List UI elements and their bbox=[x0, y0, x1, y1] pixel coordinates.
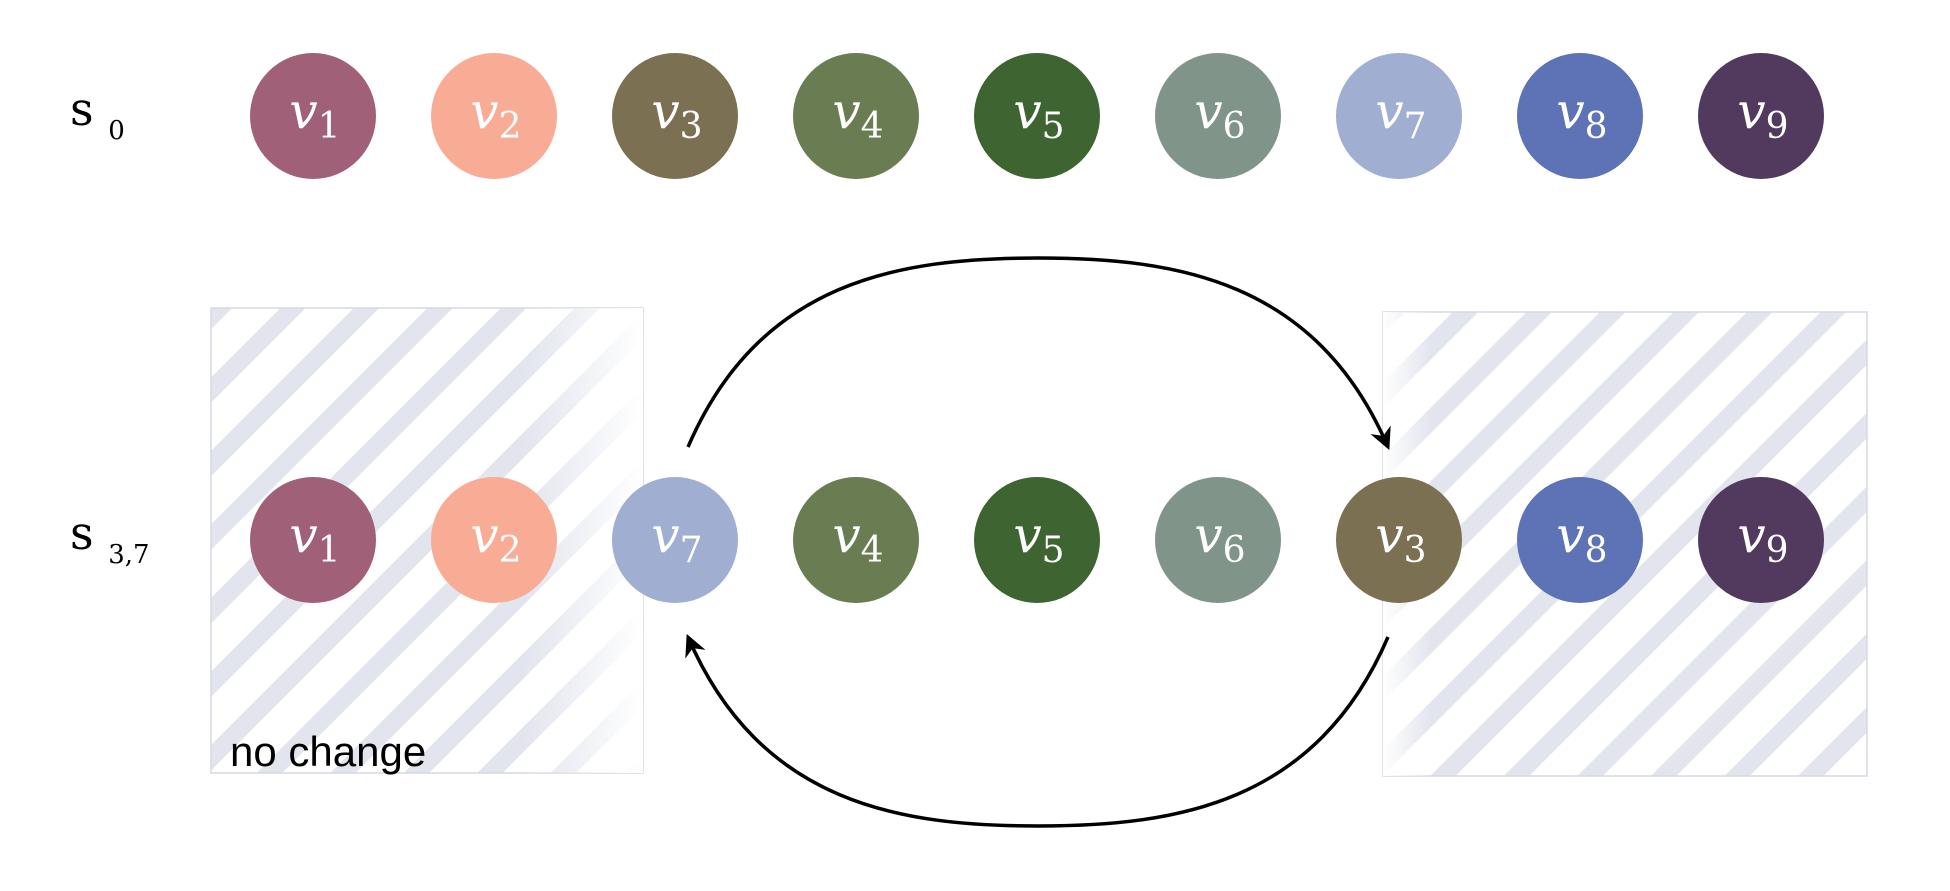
node-v9: v9 bbox=[1698, 53, 1824, 179]
node-row-initial: v1 v2 v3 v4 v5 v6 v7 v8 v9 bbox=[250, 53, 1824, 179]
node-circle bbox=[612, 477, 738, 603]
row-label-subscript: 3,7 bbox=[108, 540, 149, 570]
node-v2: v2 bbox=[431, 53, 557, 179]
node-circle bbox=[974, 53, 1100, 179]
node-circle bbox=[974, 477, 1100, 603]
node-v4: v4 bbox=[793, 53, 919, 179]
node-label: v2 bbox=[470, 506, 521, 571]
node-v1: v1 bbox=[250, 477, 376, 603]
node-v7: v7 bbox=[612, 477, 738, 603]
node-label: v9 bbox=[1737, 82, 1788, 147]
svg-text:s 3,7: s 3,7 bbox=[70, 506, 150, 570]
unchanged-region-left: no change bbox=[210, 307, 644, 775]
node-v8: v8 bbox=[1517, 477, 1643, 603]
node-v3: v3 bbox=[1336, 477, 1462, 603]
node-circle bbox=[431, 477, 557, 603]
node-circle bbox=[1517, 53, 1643, 179]
row-label-main: s bbox=[70, 506, 94, 560]
node-circle bbox=[793, 53, 919, 179]
node-circle bbox=[1698, 477, 1824, 603]
node-circle bbox=[250, 53, 376, 179]
node-label: v8 bbox=[1556, 82, 1607, 147]
node-v5: v5 bbox=[974, 477, 1100, 603]
node-v3: v3 bbox=[612, 53, 738, 179]
node-label: v3 bbox=[651, 82, 702, 147]
node-label: v7 bbox=[651, 506, 702, 571]
row-label-subscript: 0 bbox=[108, 116, 125, 146]
node-circle bbox=[431, 53, 557, 179]
node-label: v6 bbox=[1194, 506, 1245, 571]
node-label: v9 bbox=[1737, 506, 1788, 571]
node-row-swapped: v1 v2 v7 v4 v5 v6 v3 v8 v9 bbox=[250, 477, 1824, 603]
node-label: v1 bbox=[289, 506, 340, 571]
node-label: v3 bbox=[1375, 506, 1426, 571]
swap-arrow-bottom bbox=[685, 633, 1390, 828]
node-v9: v9 bbox=[1698, 477, 1824, 603]
no-change-label: no change bbox=[230, 728, 426, 775]
node-v6: v6 bbox=[1155, 477, 1281, 603]
svg-text:s 0: s 0 bbox=[70, 82, 125, 146]
node-label: v5 bbox=[1013, 82, 1064, 147]
node-label: v4 bbox=[832, 82, 883, 147]
node-v4: v4 bbox=[793, 477, 919, 603]
node-label: v8 bbox=[1556, 506, 1607, 571]
node-circle bbox=[1155, 477, 1281, 603]
node-label: v4 bbox=[832, 506, 883, 571]
node-circle bbox=[1517, 477, 1643, 603]
node-circle bbox=[1155, 53, 1281, 179]
node-label: v5 bbox=[1013, 506, 1064, 571]
node-v7: v7 bbox=[1336, 53, 1462, 179]
node-circle bbox=[1698, 53, 1824, 179]
node-circle bbox=[793, 477, 919, 603]
node-label: v7 bbox=[1375, 82, 1426, 147]
node-label: v2 bbox=[470, 82, 521, 147]
node-v5: v5 bbox=[974, 53, 1100, 179]
node-circle bbox=[612, 53, 738, 179]
node-circle bbox=[250, 477, 376, 603]
node-v6: v6 bbox=[1155, 53, 1281, 179]
node-v8: v8 bbox=[1517, 53, 1643, 179]
node-circle bbox=[1336, 53, 1462, 179]
node-label: v6 bbox=[1194, 82, 1245, 147]
node-label: v1 bbox=[289, 82, 340, 147]
row-label-main: s bbox=[70, 82, 94, 136]
swap-arrow-top bbox=[686, 256, 1391, 451]
row-label-s37: s 3,7 bbox=[70, 506, 150, 570]
node-v2: v2 bbox=[431, 477, 557, 603]
node-circle bbox=[1336, 477, 1462, 603]
row-label-s0: s 0 bbox=[70, 82, 125, 146]
node-v1: v1 bbox=[250, 53, 376, 179]
